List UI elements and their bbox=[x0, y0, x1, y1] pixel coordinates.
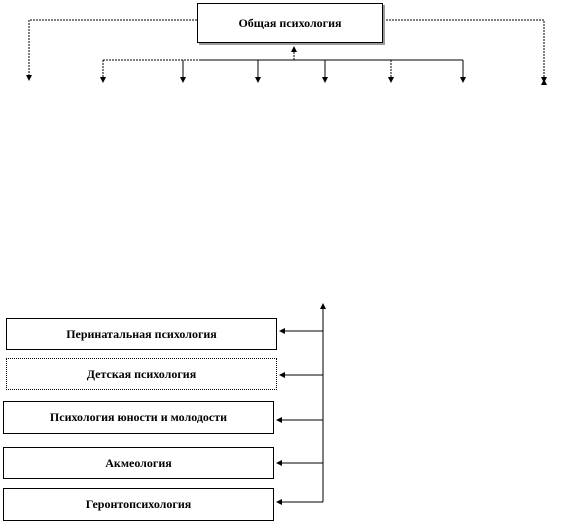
branch-label-child: Детская психология bbox=[86, 366, 197, 381]
branch-label-perinatal: Перинатальная психология bbox=[66, 326, 217, 341]
branch-box-gerontopsychology: Геронтопсихология bbox=[3, 488, 274, 521]
branch-box-perinatal: Перинатальная психология bbox=[6, 318, 277, 350]
branch-label-youth: Психология юности и молодости bbox=[49, 410, 228, 424]
branch-box-youth: Психология юности и молодости bbox=[3, 401, 274, 434]
root-box: Общая психология bbox=[197, 3, 383, 43]
branch-box-acmeology: Акмеология bbox=[3, 447, 274, 479]
connector-root-right bbox=[383, 19, 547, 85]
branch-label-gerontopsychology: Геронтопсихология bbox=[85, 497, 192, 511]
branch-box-child: Детская психология bbox=[6, 358, 277, 390]
branch-label-acmeology: Акмеология bbox=[105, 455, 172, 470]
connector-root-left bbox=[26, 19, 197, 81]
root-label: Общая психология bbox=[238, 15, 342, 30]
